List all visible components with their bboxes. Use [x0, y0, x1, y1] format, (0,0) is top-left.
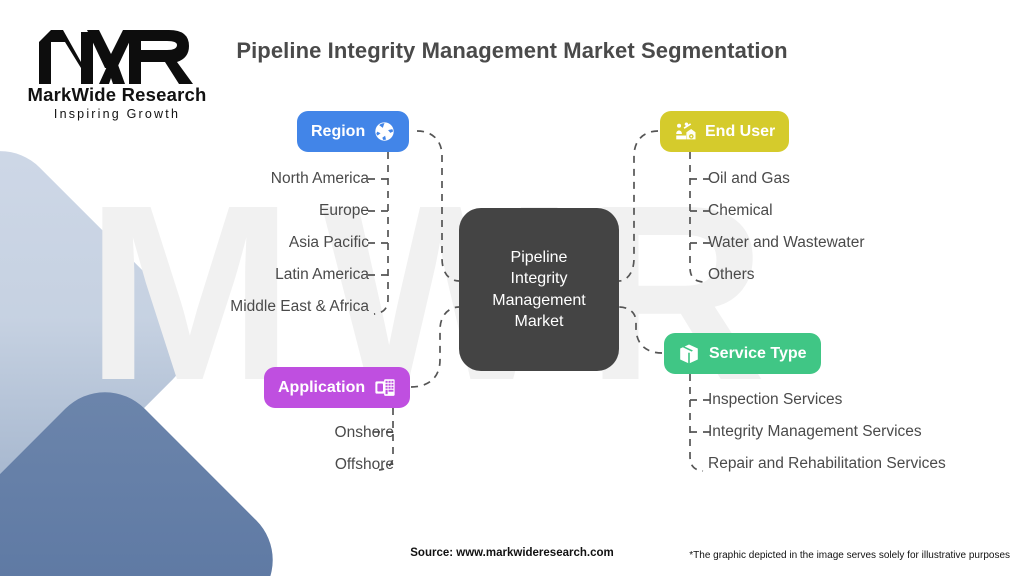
branch-badge-service-type[interactable]: Service Type — [664, 333, 821, 374]
connector-application-center — [410, 306, 460, 388]
list-item: Inspection Services — [708, 391, 843, 408]
branch-badge-end-user[interactable]: End User — [660, 111, 790, 152]
branch-badge-region[interactable]: Region — [297, 111, 410, 152]
logo-tagline: Inspiring Growth — [53, 107, 181, 121]
list-item: Others — [708, 266, 755, 283]
list-item: Water and Wastewater — [708, 234, 865, 251]
center-node-line-1: Integrity — [510, 270, 568, 287]
center-node-line-0: Pipeline — [510, 248, 568, 266]
center-node-label: Pipeline Integrity Management Market — [492, 247, 585, 333]
brand-logo: MarkWide Research Inspiring Growth — [22, 28, 212, 121]
watermark-text: MWR — [85, 153, 795, 432]
list-item: Integrity Management Services — [708, 423, 922, 440]
logo-name: MarkWide Research — [27, 84, 207, 105]
page-title: Pipeline Integrity Management Market Seg… — [236, 38, 788, 63]
connector-application-spine — [378, 408, 394, 471]
connector-enduser-center — [618, 130, 659, 282]
list-item: Europe — [319, 202, 369, 219]
cube-box-icon — [678, 343, 700, 365]
connector-servicetype-spine — [689, 374, 704, 472]
center-node: Pipeline Integrity Management Market — [459, 208, 619, 371]
center-node-line-2: Management — [492, 291, 586, 309]
branch-items-region: North America Europe Asia Pacific Latin … — [230, 163, 369, 323]
connector-region-spine — [373, 152, 389, 315]
badge-label-region: Region — [311, 122, 366, 140]
list-item: North America — [270, 170, 369, 187]
list-item: Oil and Gas — [708, 170, 790, 187]
globe-icon — [374, 121, 395, 142]
disclaimer-text: *The graphic depicted in the image serve… — [689, 550, 1010, 561]
list-item: Middle East & Africa — [230, 298, 369, 315]
branch-items-service-type: Inspection Services Integrity Management… — [708, 384, 946, 480]
connector-enduser-spine — [689, 152, 704, 283]
list-item: Repair and Rehabilitation Services — [708, 455, 946, 472]
people-gear-icon — [674, 121, 696, 142]
badge-label-end-user: End User — [705, 122, 776, 140]
list-item: Offshore — [334, 456, 394, 473]
badge-label-service-type: Service Type — [709, 344, 807, 362]
source-text: Source: www.markwideresearch.com — [410, 547, 614, 559]
list-item: Chemical — [708, 202, 773, 219]
badge-label-application: Application — [278, 378, 366, 396]
list-item: Latin America — [275, 266, 369, 283]
branch-items-application: Onshore Offshore — [335, 417, 394, 481]
center-node-line-3: Market — [514, 313, 564, 330]
app-grid-icon — [374, 377, 396, 398]
branch-badge-application[interactable]: Application — [264, 367, 411, 408]
connector-region-center — [416, 130, 460, 282]
list-item: Onshore — [334, 424, 394, 441]
connector-servicetype-center — [618, 306, 663, 354]
branch-items-end-user: Oil and Gas Chemical Water and Wastewate… — [708, 163, 865, 291]
mwr-monogram-icon — [39, 30, 193, 84]
list-item: Asia Pacific — [288, 234, 369, 251]
